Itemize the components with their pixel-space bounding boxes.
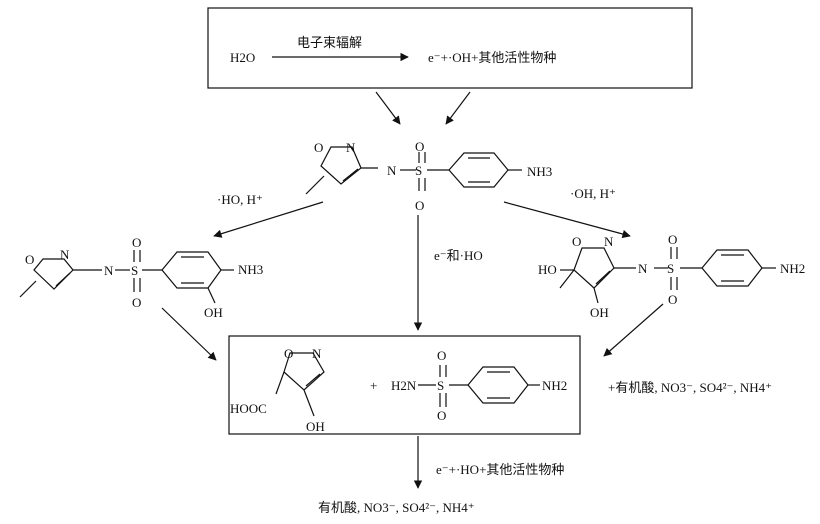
box-sulfonyl-o2: O: [437, 408, 446, 423]
bottom-reagent: e⁻+·HO+其他活性物种: [436, 462, 565, 477]
box-sulfonyl-o1: O: [437, 348, 446, 363]
middle-route-reagent: e⁻和·HO: [434, 248, 483, 263]
box-acid-oh: OH: [306, 419, 325, 434]
box-s: S: [437, 378, 444, 393]
right-product-molecule: [559, 247, 776, 304]
radiolysis-condition: 电子束辐解: [297, 35, 363, 50]
right-sulfonyl-o2: O: [668, 292, 677, 307]
right-ring-n: N: [604, 234, 614, 249]
left-ring-o: O: [25, 252, 34, 267]
sulfanilamide-molecule: [418, 365, 540, 407]
arrow-to-left-product: [213, 201, 324, 238]
parent-sulfonyl-o2: O: [415, 198, 424, 213]
left-product-oh: OH: [204, 305, 223, 320]
right-summary: +有机酸, NO3⁻, SO4²⁻, NH4⁺: [608, 380, 772, 395]
parent-nh: N: [387, 163, 397, 178]
isoxazole-acid-molecule: [275, 352, 325, 417]
parent-ring-n: N: [346, 140, 356, 155]
right-n: N: [638, 261, 648, 276]
arrow-to-parent-left: [375, 91, 401, 125]
right-ring-o: O: [572, 234, 581, 249]
parent-molecule: [305, 146, 522, 195]
atom-labels: O N O O S N O N N S O O O N N S O O O N …: [25, 139, 677, 423]
left-product-molecule: [19, 250, 234, 304]
left-ring-n: N: [60, 247, 70, 262]
bottom-summary: 有机酸, NO3⁻, SO4²⁻, NH4⁺: [318, 500, 475, 515]
right-product-ho: HO: [538, 262, 557, 277]
arrow-to-parent-right: [445, 91, 471, 125]
box-acid-label: HOOC: [230, 401, 267, 416]
right-product-oh: OH: [590, 305, 609, 320]
left-route-reagent: ·HO, H⁺: [217, 192, 263, 207]
parent-s: S: [415, 163, 422, 178]
radiolysis-products: e⁻+·OH+其他活性物种: [428, 50, 557, 65]
arrow-left-to-box: [161, 307, 217, 361]
arrow-to-right-product: [503, 201, 631, 239]
intermediates-box: [228, 335, 581, 435]
right-sulfonyl-o1: O: [668, 232, 677, 247]
right-s: S: [667, 261, 674, 276]
left-s: S: [131, 263, 138, 278]
box-ring-o: O: [284, 346, 293, 361]
left-sulfonyl-o1: O: [132, 235, 141, 250]
right-product-amine: NH2: [780, 261, 806, 276]
box-ring-n: N: [312, 346, 322, 361]
radiolysis-box: [207, 7, 693, 89]
parent-sulfonyl-o1: O: [415, 139, 424, 154]
left-n: N: [104, 263, 114, 278]
parent-amine: NH3: [527, 164, 553, 179]
parent-ring-o: O: [314, 140, 323, 155]
left-sulfonyl-o2: O: [132, 295, 141, 310]
arrow-right-to-box: [603, 303, 664, 357]
radiolysis-reactant: H2O: [230, 50, 256, 65]
left-product-amine: NH3: [238, 262, 264, 277]
box-plus: +: [370, 378, 378, 393]
box-amine-label: NH2: [542, 378, 568, 393]
box-sulfonamide-label: H2N: [391, 378, 417, 393]
right-route-reagent: ·OH, H⁺: [570, 186, 616, 201]
